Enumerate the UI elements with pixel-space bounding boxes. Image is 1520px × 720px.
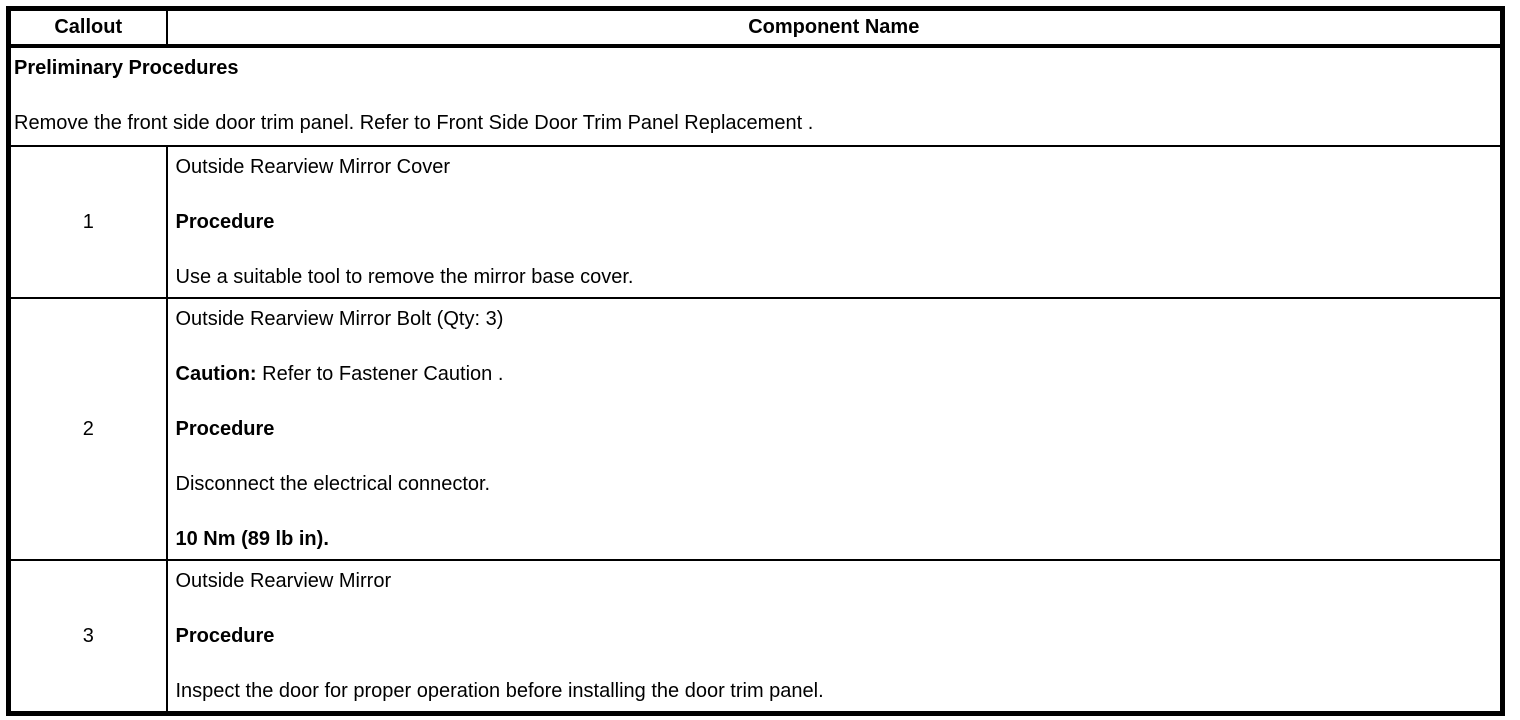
component-name-column-header: Component Name: [165, 7, 1504, 48]
procedure-text: Disconnect the electrical connector.: [175, 473, 491, 495]
preliminary-procedures-text: Remove the front side door trim panel. R…: [14, 112, 814, 134]
table-row: 3 Outside Rearview Mirror Procedure Insp…: [7, 559, 1504, 715]
procedure-label: Procedure: [175, 625, 275, 647]
component-cell: Outside Rearview Mirror Cover Procedure …: [165, 145, 1504, 299]
callout-number: 1: [7, 145, 168, 299]
component-cell: Outside Rearview Mirror Bolt (Qty: 3) Ca…: [165, 297, 1504, 561]
component-name: Outside Rearview Mirror Bolt (Qty: 3): [175, 308, 504, 330]
caution-label: Caution:: [175, 363, 257, 385]
callout-number: 2: [7, 297, 168, 561]
caution-text: Refer to Fastener Caution .: [256, 363, 504, 385]
table-row: 2 Outside Rearview Mirror Bolt (Qty: 3) …: [7, 297, 1504, 561]
preliminary-procedures-cell: Preliminary Procedures Remove the front …: [7, 45, 1504, 147]
component-name: Outside Rearview Mirror: [175, 570, 392, 592]
component-cell: Outside Rearview Mirror Procedure Inspec…: [165, 559, 1504, 715]
procedure-label: Procedure: [175, 211, 275, 233]
component-name: Outside Rearview Mirror Cover: [175, 156, 451, 178]
procedure-text: Use a suitable tool to remove the mirror…: [175, 266, 634, 288]
procedure-text: Inspect the door for proper operation be…: [175, 680, 824, 702]
preliminary-procedures-row: Preliminary Procedures Remove the front …: [7, 45, 1504, 147]
preliminary-procedures-title: Preliminary Procedures: [14, 57, 239, 79]
caution-line: Caution: Refer to Fastener Caution .: [176, 362, 1491, 386]
callout-column-header: Callout: [7, 7, 168, 48]
torque-spec: 10 Nm (89 lb in).: [175, 528, 329, 550]
callout-number: 3: [7, 559, 168, 715]
table-header-row: Callout Component Name: [7, 7, 1504, 48]
table-row: 1 Outside Rearview Mirror Cover Procedur…: [7, 145, 1504, 299]
procedure-label: Procedure: [175, 418, 275, 440]
component-callout-table: Callout Component Name Preliminary Proce…: [6, 6, 1505, 716]
